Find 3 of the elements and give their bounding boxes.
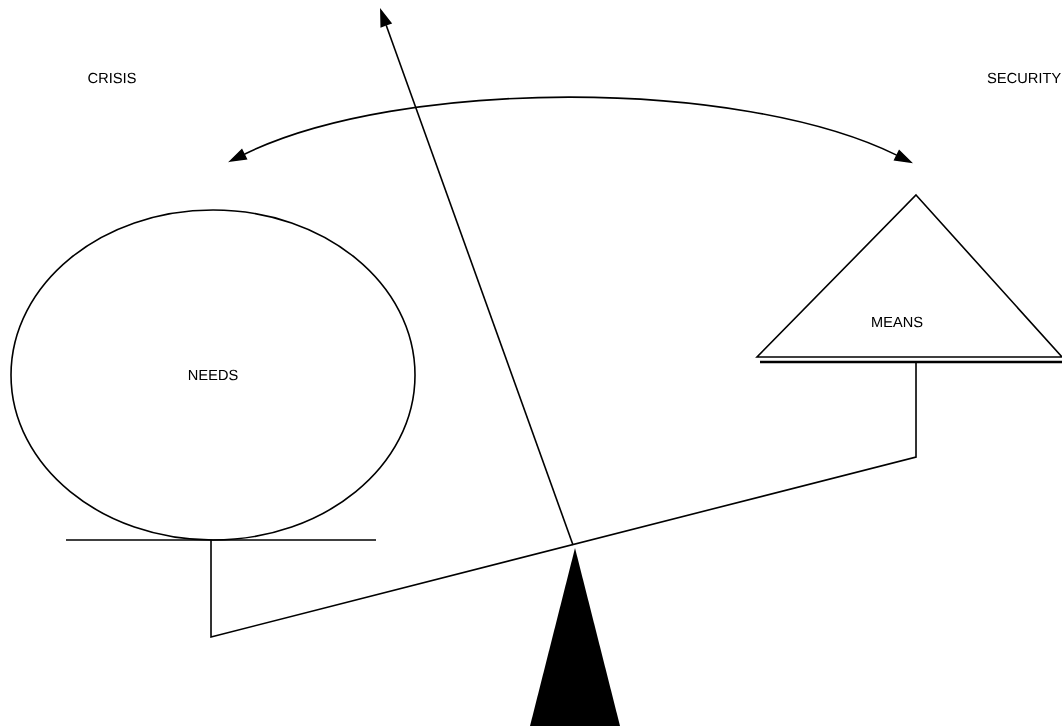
side-label: CRISIS xyxy=(88,72,136,84)
ellipse-node: NEEDS xyxy=(10,209,416,541)
side-label: SECURITY xyxy=(987,72,1061,84)
